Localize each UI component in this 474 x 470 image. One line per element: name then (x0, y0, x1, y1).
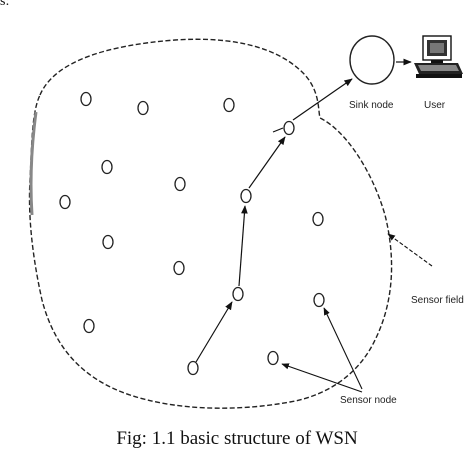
sink-node-label: Sink node (349, 100, 394, 111)
computer-icon (414, 35, 463, 78)
sensor-node (102, 234, 114, 250)
sensor-node (101, 159, 113, 175)
field-left-edge-highlight (29, 111, 38, 216)
sensor-node (267, 350, 279, 366)
figure-caption: Fig: 1.1 basic structure of WSN (116, 428, 358, 449)
route-arrow (292, 78, 353, 121)
sensor-node (223, 97, 235, 113)
route-arrows (195, 78, 353, 363)
sensor-field-pointer (387, 233, 433, 267)
sensor-node (174, 176, 186, 192)
sensor-node (83, 318, 95, 334)
sensor-node (313, 292, 325, 308)
route-arrow (238, 205, 248, 287)
sink-node-circle (349, 35, 395, 85)
route-arrow (195, 301, 233, 363)
user-label: User (424, 100, 446, 111)
corner-text: s: (0, 0, 10, 9)
route-arrow (272, 127, 284, 133)
sensor-node (312, 211, 324, 227)
sensor-node-label: Sensor node (340, 395, 397, 406)
sensor-node (240, 188, 252, 204)
sensor-node-pointer (281, 363, 363, 393)
sensor-node-pointers (281, 307, 363, 393)
route-arrow (248, 136, 286, 189)
sensor-node (59, 194, 71, 210)
sensor-node-pointer (323, 307, 363, 390)
sensor-node (187, 360, 199, 376)
sensor-node (173, 260, 185, 276)
sensor-field-boundary (28, 38, 393, 409)
sensor-node (232, 286, 244, 302)
sensor-node (80, 91, 92, 107)
sensor-nodes (59, 91, 325, 376)
sensor-node (137, 100, 149, 116)
sensor-node (283, 120, 295, 136)
sensor-field-label: Sensor field (411, 295, 464, 306)
